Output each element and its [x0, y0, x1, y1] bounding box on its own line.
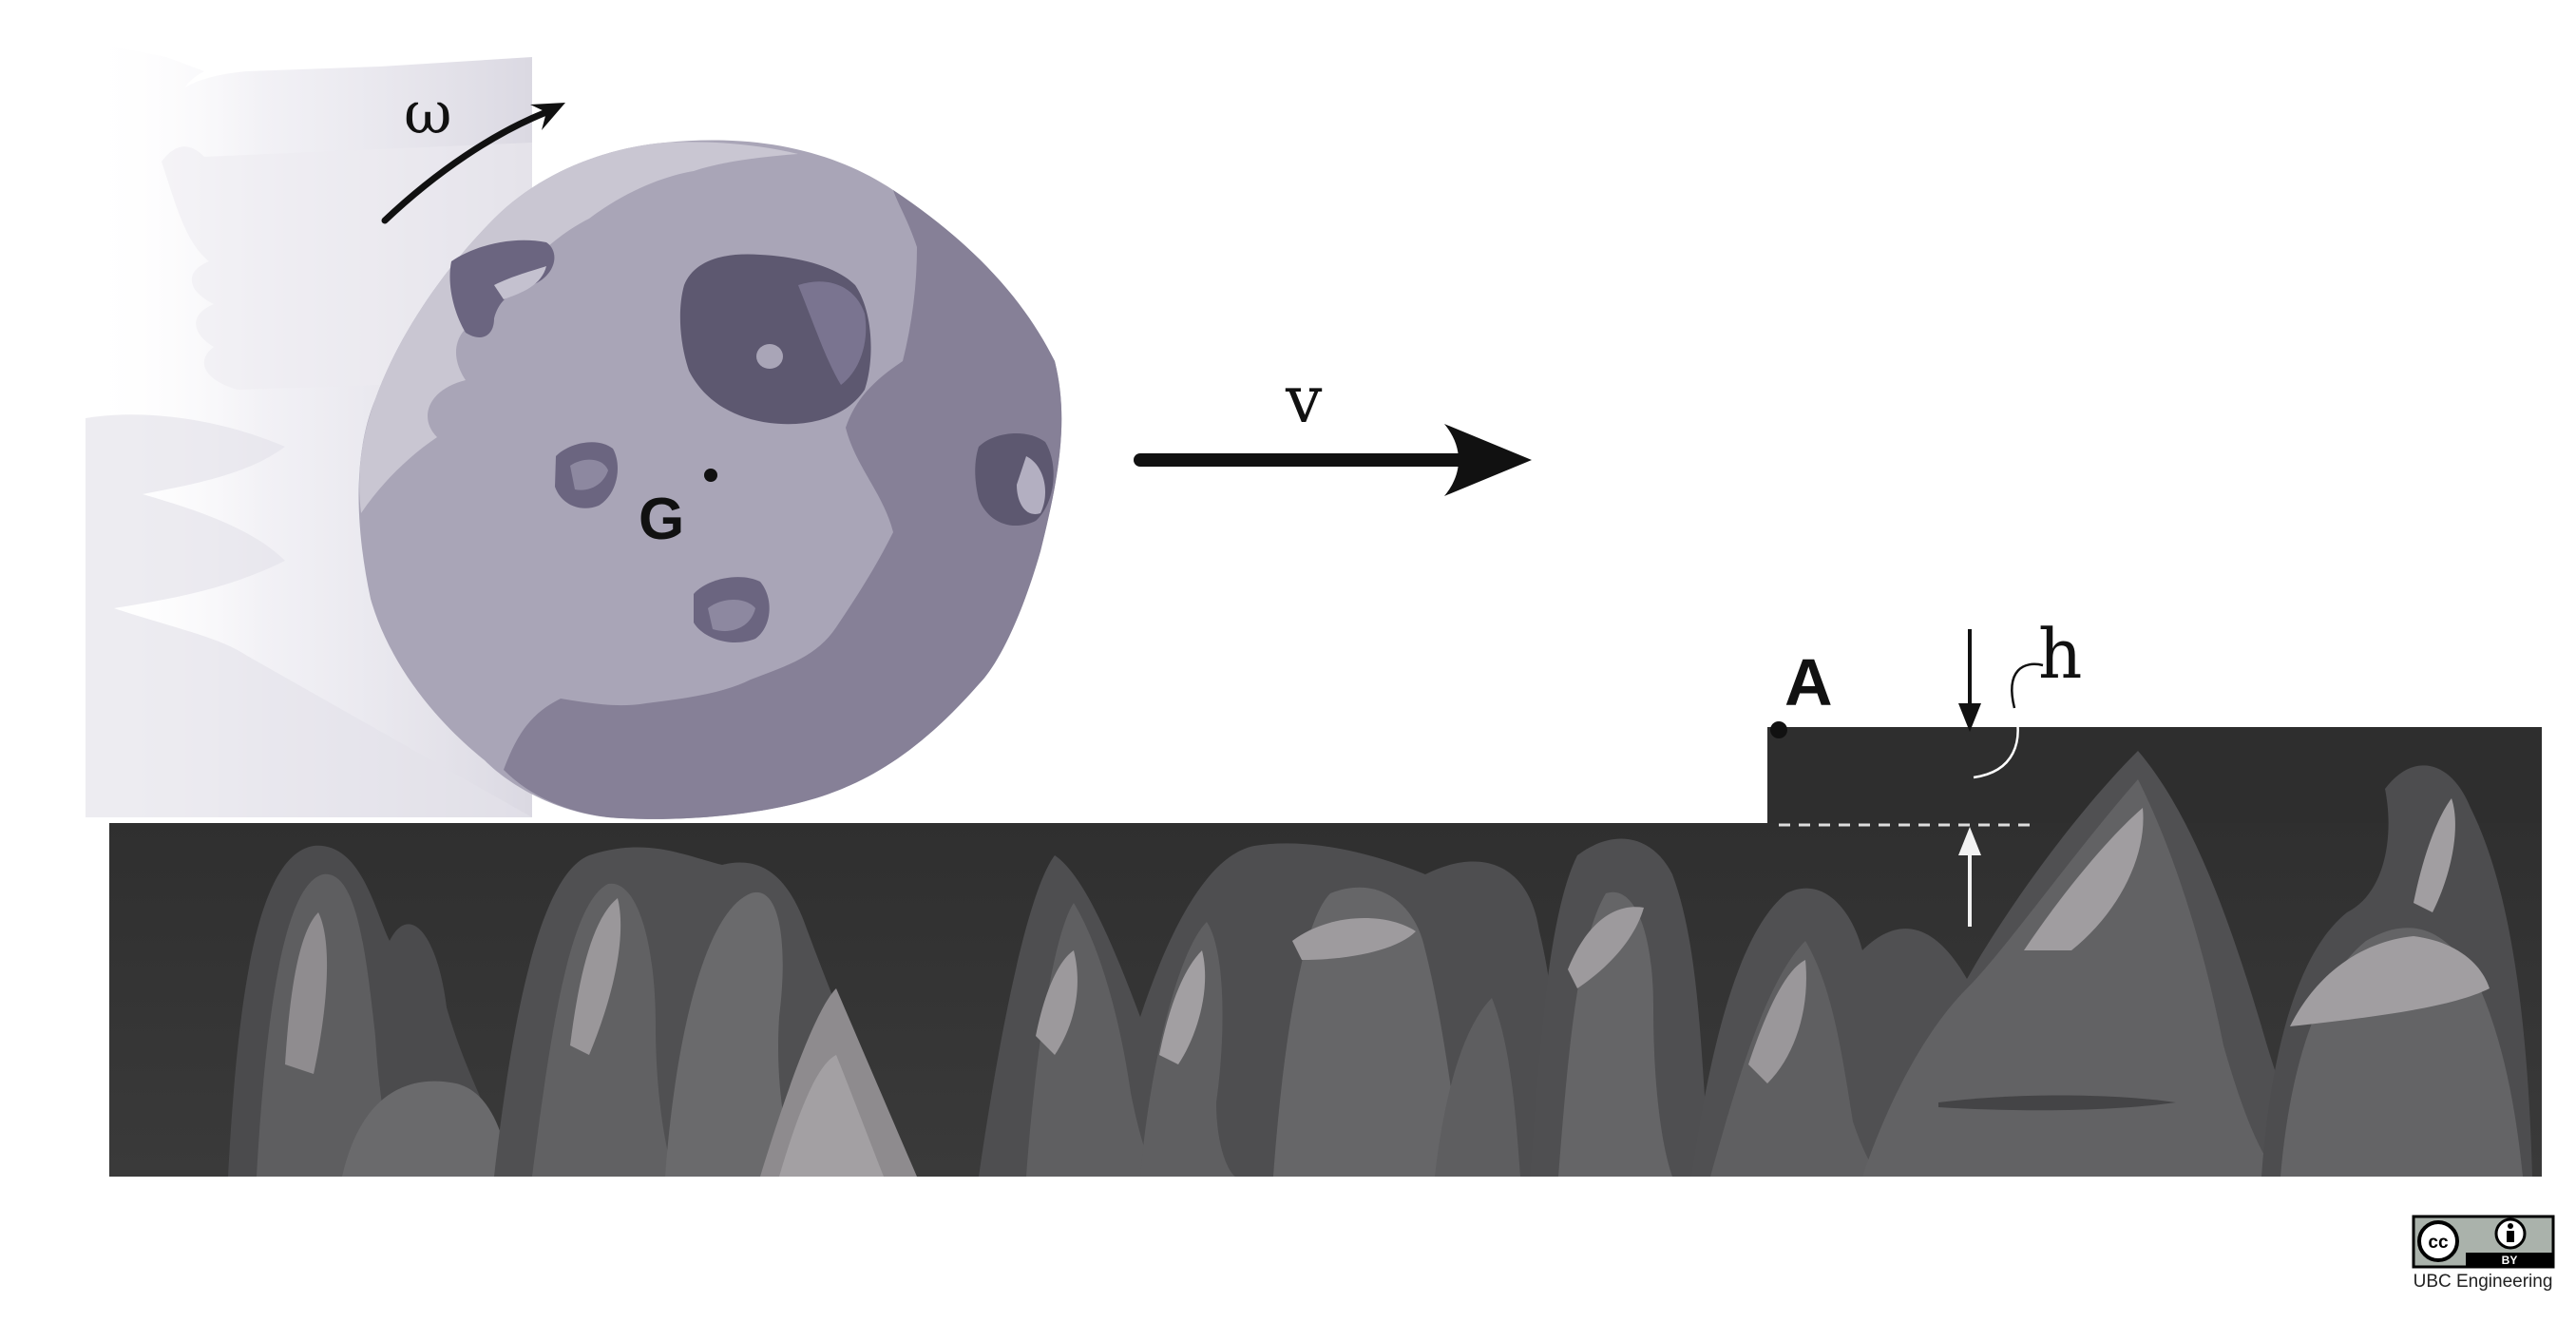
boulder-highlight: [359, 142, 798, 513]
omega-arrow: [381, 108, 550, 224]
label-omega: ω: [404, 78, 452, 147]
omega-arrowhead: [530, 103, 565, 130]
credit-text: UBC Engineering: [2413, 1272, 2553, 1292]
by-text: BY: [2502, 1254, 2518, 1267]
cc-icon: [2417, 1220, 2459, 1262]
height-leader-line-top: [2011, 662, 2044, 709]
cc-by-badge: cc BY: [2412, 1215, 2555, 1269]
motion-blur-lower: [86, 414, 532, 817]
rock-formations: [228, 751, 2532, 1177]
crater-small-dot: [756, 344, 783, 369]
label-h: h: [2038, 614, 2082, 694]
point-A-dot: [1770, 721, 1787, 738]
label-G: G: [639, 487, 684, 552]
height-arrow-down-head: [1958, 703, 1981, 732]
height-leader-line: [1973, 666, 2047, 779]
label-A: A: [1784, 645, 1833, 719]
boulder-shadow: [504, 190, 1062, 819]
height-arrow-up-head: [1958, 827, 1981, 855]
velocity-arrowhead: [1444, 424, 1532, 496]
label-v: v: [1285, 363, 1323, 438]
cc-text: cc: [2428, 1233, 2449, 1253]
center-of-mass-dot: [704, 469, 717, 482]
